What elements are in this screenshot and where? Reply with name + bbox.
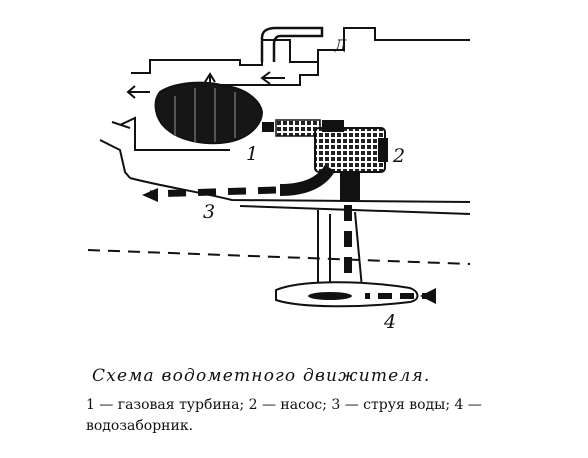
airflow-arrows [111,71,285,129]
stern-line [99,139,131,179]
superstructure-line [131,27,470,74]
label-intake: 4 [383,311,396,333]
caption-title: Схема водометного движителя. [92,366,431,386]
label-pump: 2 [392,145,405,167]
exhaust-out-arrow [126,85,150,99]
water-intake [275,205,436,308]
air-inlet-arrow [260,71,285,85]
waterline [87,249,471,265]
label-turbine: 1 [246,143,258,165]
jet-arrow-head [142,188,158,202]
water-pump [314,120,388,200]
waterjet-diagram: 1 2 3 4 Д [87,26,471,333]
hull-lower-line [239,205,471,215]
exhaust-duct [260,26,324,62]
stern-upper-line [119,116,230,151]
intake-arrow-head [420,288,436,304]
drive-shaft [262,119,321,137]
label-jet: 3 [203,201,215,223]
stern-exhaust-arrow [111,121,131,129]
deck-step-line [210,62,319,86]
water-jet-flow [142,164,336,202]
gas-turbine [154,81,264,145]
label-top-mark: Д [334,38,347,54]
caption-text: 1 — газовая турбина; 2 — насос; 3 — стру… [86,397,482,434]
